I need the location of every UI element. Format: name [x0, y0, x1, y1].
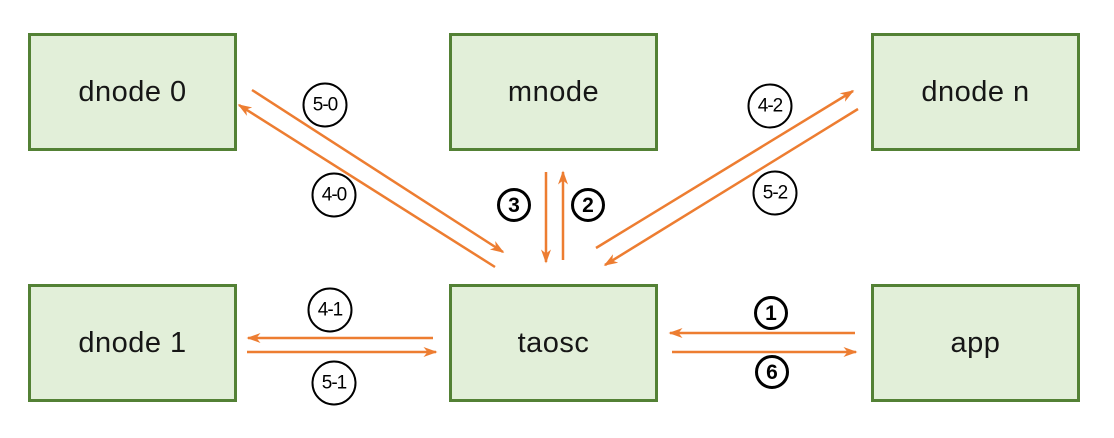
node-dnode-1-label: dnode 1 [78, 326, 187, 359]
node-app: app [871, 284, 1080, 402]
edge-label-5-1: 5-1 [311, 360, 357, 406]
edge-label-5-2: 5-2 [752, 170, 798, 216]
arrow-4-0 [237, 103, 496, 269]
edge-label-2: 2 [571, 188, 605, 222]
node-mnode-label: mnode [507, 75, 600, 108]
node-taosc-label: taosc [517, 326, 590, 359]
node-dnode-n-label: dnode n [921, 75, 1030, 108]
edge-label-5-0: 5-0 [302, 82, 348, 128]
edge-label-4-0: 4-0 [311, 172, 357, 218]
edge-label-3: 3 [497, 188, 531, 222]
edge-label-4-1: 4-1 [307, 287, 353, 333]
node-mnode: mnode [449, 33, 658, 151]
node-app-label: app [950, 326, 1001, 359]
edge-label-1: 1 [754, 296, 788, 330]
node-dnode-n: dnode n [871, 33, 1080, 151]
node-dnode-1: dnode 1 [28, 284, 237, 402]
arrow-5-2 [603, 107, 859, 267]
arrow-5-0 [251, 88, 505, 254]
node-dnode-0: dnode 0 [28, 33, 237, 151]
node-dnode-0-label: dnode 0 [78, 75, 187, 108]
edge-label-4-2: 4-2 [747, 83, 793, 129]
node-taosc: taosc [449, 284, 658, 402]
arrow-4-2 [595, 89, 855, 250]
edge-label-6: 6 [755, 355, 789, 389]
